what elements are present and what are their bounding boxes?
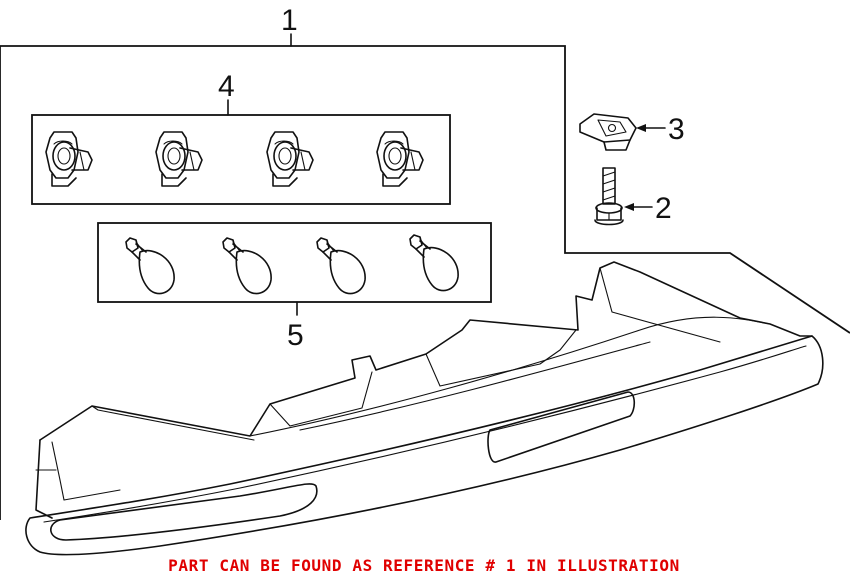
leader-arrow-3 [636,124,666,132]
callout-2: 2 [655,192,672,225]
bulb-socket-4 [376,131,424,187]
callout-3: 3 [668,113,685,146]
assembly-bracket [0,45,850,334]
callout-4: 4 [218,70,235,103]
bulb-socket-1 [45,131,93,187]
bulb-4 [409,234,459,292]
bulb-group-box [97,222,492,303]
tail-lamp-assembly [25,261,824,556]
bulb-3 [316,237,366,295]
bulb-2 [222,237,272,295]
socket-group-box [31,114,451,205]
callout-5: 5 [287,319,304,352]
bolt [594,167,624,226]
leader-arrow-2 [624,203,653,211]
clip-nut [579,113,637,151]
footer-note: PART CAN BE FOUND AS REFERENCE # 1 IN IL… [168,556,680,575]
bulb-socket-2 [155,131,203,187]
bulb-socket-3 [266,131,314,187]
bulb-1 [125,237,175,295]
callout-1: 1 [281,4,298,37]
